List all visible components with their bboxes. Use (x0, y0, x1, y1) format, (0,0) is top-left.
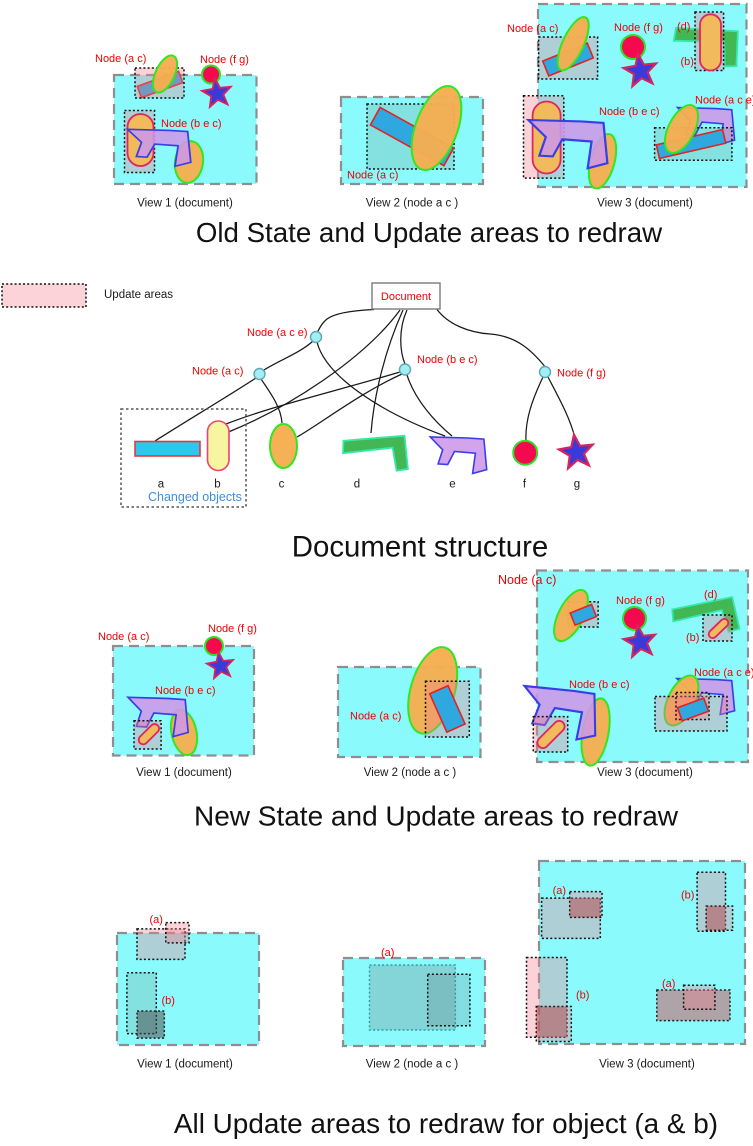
svg-text:Node (f g): Node (f g) (616, 595, 665, 607)
svg-text:Node (a c e): Node (a c e) (694, 667, 753, 679)
svg-text:(a): (a) (150, 914, 163, 926)
svg-text:Node (b e c): Node (b e c) (161, 118, 222, 130)
svg-text:Node (a c e): Node (a c e) (247, 327, 308, 339)
svg-text:Node (a c): Node (a c) (95, 53, 146, 65)
svg-text:Node (a c): Node (a c) (507, 23, 558, 35)
svg-text:Node (f g): Node (f g) (614, 22, 663, 34)
svg-text:g: g (574, 479, 580, 491)
svg-text:Node (b e c): Node (b e c) (155, 685, 216, 697)
svg-text:(a): (a) (662, 978, 675, 990)
svg-text:View 1 (document): View 1 (document) (136, 767, 232, 779)
svg-text:View 1 (document): View 1 (document) (137, 1059, 233, 1071)
svg-text:(d): (d) (704, 589, 717, 601)
svg-text:(b): (b) (681, 56, 694, 68)
svg-text:New State and Update areas to: New State and Update areas to redraw (194, 801, 679, 832)
svg-text:(b): (b) (576, 990, 589, 1002)
svg-text:b: b (214, 479, 220, 491)
svg-text:View 3 (document): View 3 (document) (599, 1059, 695, 1071)
svg-text:View 2 (node a c ): View 2 (node a c ) (364, 767, 457, 779)
svg-text:Document structure: Document structure (292, 531, 548, 564)
svg-text:a: a (158, 479, 165, 491)
svg-text:View 3 (document): View 3 (document) (597, 198, 693, 210)
svg-text:(b): (b) (162, 995, 175, 1007)
svg-text:Node (b e c): Node (b e c) (569, 679, 630, 691)
svg-text:Document: Document (381, 291, 431, 303)
svg-text:View 2 (node a c ): View 2 (node a c ) (366, 198, 459, 210)
svg-text:Node (a c): Node (a c) (350, 711, 401, 723)
svg-text:(a): (a) (381, 947, 394, 959)
svg-text:(b): (b) (686, 632, 699, 644)
svg-text:Old State and Update areas to: Old State and Update areas to redraw (196, 217, 663, 248)
svg-text:e: e (449, 479, 455, 491)
svg-text:Node (a c): Node (a c) (498, 573, 556, 587)
svg-text:Changed objects: Changed objects (148, 490, 242, 504)
svg-text:View 3 (document): View 3 (document) (597, 767, 693, 779)
svg-text:Node (a c): Node (a c) (192, 366, 243, 378)
svg-text:Node (a c): Node (a c) (98, 631, 149, 643)
svg-text:Node (b e c): Node (b e c) (599, 106, 660, 118)
svg-text:Node (a c e): Node (a c e) (695, 95, 753, 107)
svg-text:Node (f g): Node (f g) (557, 368, 606, 380)
svg-text:(d): (d) (677, 21, 690, 33)
svg-text:d: d (354, 479, 360, 491)
svg-text:Update areas: Update areas (104, 289, 173, 301)
svg-text:(b): (b) (681, 890, 694, 902)
svg-text:View 1 (document): View 1 (document) (137, 198, 233, 210)
svg-text:All Update areas to redraw for: All Update areas to redraw for object (a… (174, 1108, 718, 1139)
svg-text:Node (a c): Node (a c) (347, 170, 398, 182)
svg-text:(a): (a) (553, 885, 566, 897)
svg-text:Node (b e c): Node (b e c) (417, 354, 478, 366)
svg-text:Node (f g): Node (f g) (208, 623, 257, 635)
svg-text:f: f (523, 479, 527, 491)
svg-text:Node (f g): Node (f g) (200, 54, 249, 66)
svg-text:View 2 (node a c ): View 2 (node a c ) (366, 1059, 459, 1071)
svg-text:c: c (279, 479, 285, 491)
